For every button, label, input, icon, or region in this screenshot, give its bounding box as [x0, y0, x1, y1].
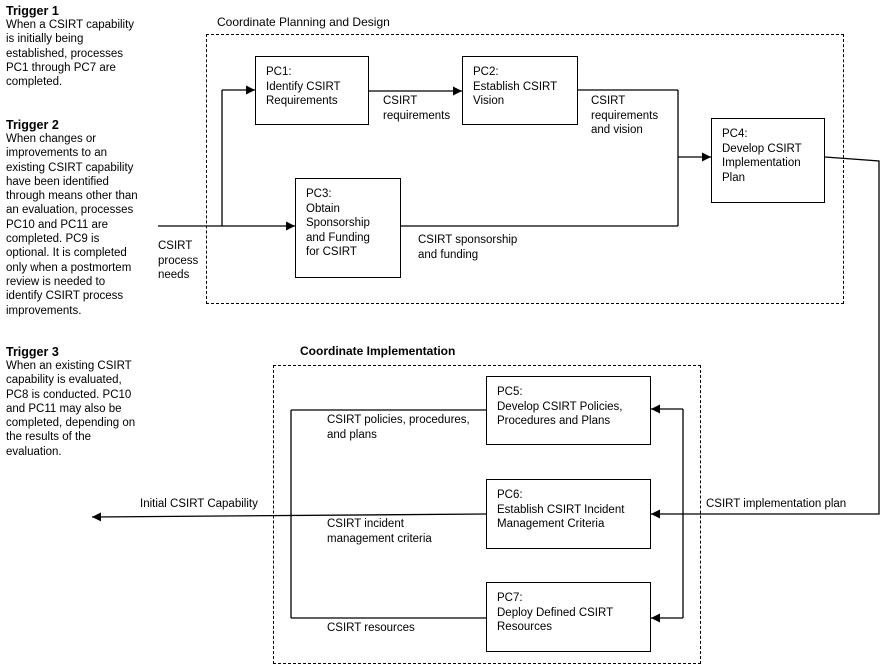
trigger-1-title: Trigger 1: [6, 4, 59, 18]
process-pc5: PC5: Develop CSIRT Policies, Procedures …: [486, 376, 651, 445]
planning-region: [206, 34, 844, 304]
process-pc2: PC2: Establish CSIRT Vision: [462, 56, 578, 125]
process-pc4: PC4: Develop CSIRT Implementation Plan: [711, 118, 825, 203]
trigger-3: Trigger 3 When an existing CSIRT capabil…: [6, 345, 156, 459]
process-pc7: PC7: Deploy Defined CSIRT Resources: [486, 582, 651, 652]
label-implementation-plan: CSIRT implementation plan: [706, 498, 847, 510]
trigger-3-title: Trigger 3: [6, 345, 59, 359]
trigger-2-title: Trigger 2: [6, 118, 59, 132]
label-resources: CSIRT resources: [327, 622, 415, 634]
label-requirements-vision: CSIRT requirements and vision: [591, 95, 659, 136]
label-sponsorship: CSIRT sponsorship and funding: [418, 234, 518, 261]
trigger-2-text: When changes or improvements to an exist…: [6, 133, 138, 317]
trigger-1-text: When a CSIRT capability is initially bei…: [6, 19, 135, 89]
trigger-1: Trigger 1 When a CSIRT capability is ini…: [6, 4, 156, 89]
implementation-region-title: Coordinate Implementation: [300, 344, 456, 358]
process-pc3: PC3: Obtain Sponsorship and Funding for …: [295, 178, 401, 278]
label-requirements: CSIRT requirements: [383, 95, 451, 122]
label-process-needs: CSIRT process needs: [158, 240, 199, 281]
process-pc1: PC1: Identify CSIRT Requirements: [255, 56, 369, 125]
label-policies: CSIRT policies, procedures, and plans: [327, 414, 470, 441]
trigger-3-text: When an existing CSIRT capability is eva…: [6, 360, 136, 458]
process-pc6: PC6: Establish CSIRT Incident Management…: [486, 479, 651, 549]
trigger-2: Trigger 2 When changes or improvements t…: [6, 118, 156, 318]
label-criteria: CSIRT incident management criteria: [327, 518, 432, 545]
label-initial-capability: Initial CSIRT Capability: [140, 498, 258, 510]
planning-region-title: Coordinate Planning and Design: [217, 15, 390, 29]
